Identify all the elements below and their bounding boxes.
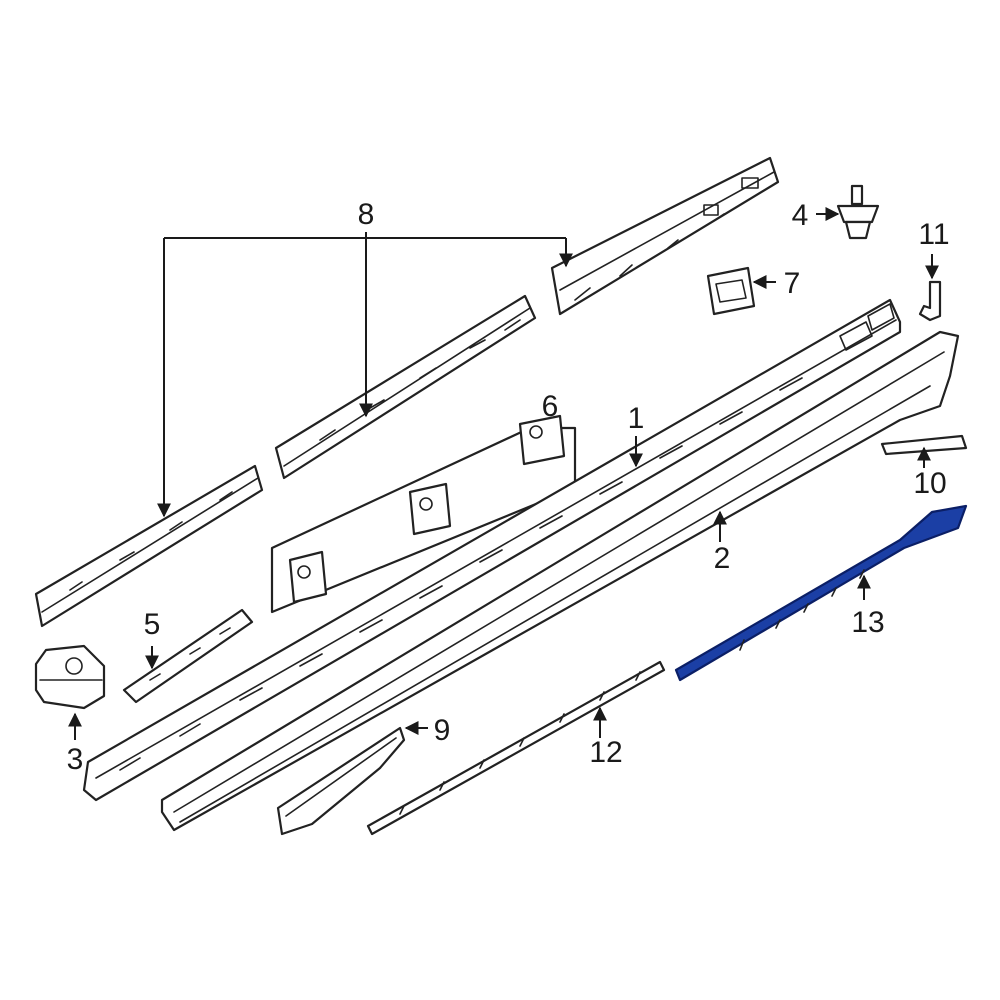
part-8-rear-rail[interactable] (550, 156, 780, 316)
part-6-clip-panel[interactable] (270, 414, 577, 614)
part-2-rocker-panel[interactable] (160, 330, 960, 832)
part-1-sill-bracket[interactable] (82, 298, 902, 802)
callout-2: 2 (714, 542, 731, 575)
callout-1: 1 (628, 402, 645, 435)
part-13-fill (674, 504, 968, 682)
part-3-corner-block[interactable] (34, 644, 106, 710)
callout-3: 3 (67, 743, 84, 776)
part-13-highlighted-strip[interactable] (674, 504, 968, 682)
callout-8: 8 (358, 198, 375, 231)
callout-9: 9 (434, 714, 451, 747)
callout-7: 7 (784, 267, 801, 300)
part-10-strip[interactable] (880, 434, 968, 456)
callout-11: 11 (918, 218, 949, 251)
part-5-bracket[interactable] (122, 608, 254, 704)
part-8-front-rail[interactable] (34, 464, 264, 628)
part-9-end-cap[interactable] (276, 726, 406, 836)
callout-6: 6 (542, 390, 559, 423)
callout-12: 12 (589, 736, 622, 769)
part-12-lower-strip[interactable] (366, 660, 666, 836)
callout-13: 13 (851, 606, 884, 639)
part-8-middle-rail[interactable] (274, 294, 537, 480)
part-4-push-pin[interactable] (836, 184, 880, 240)
leader-lines (68, 207, 939, 740)
callout-10: 10 (913, 467, 946, 500)
part-11-hook[interactable] (918, 280, 942, 322)
callout-5: 5 (144, 608, 161, 641)
callout-labels: 8 4 11 7 6 1 10 2 13 5 9 12 3 (67, 198, 950, 776)
callout-4: 4 (792, 199, 809, 232)
part-7-clip[interactable] (706, 266, 756, 316)
